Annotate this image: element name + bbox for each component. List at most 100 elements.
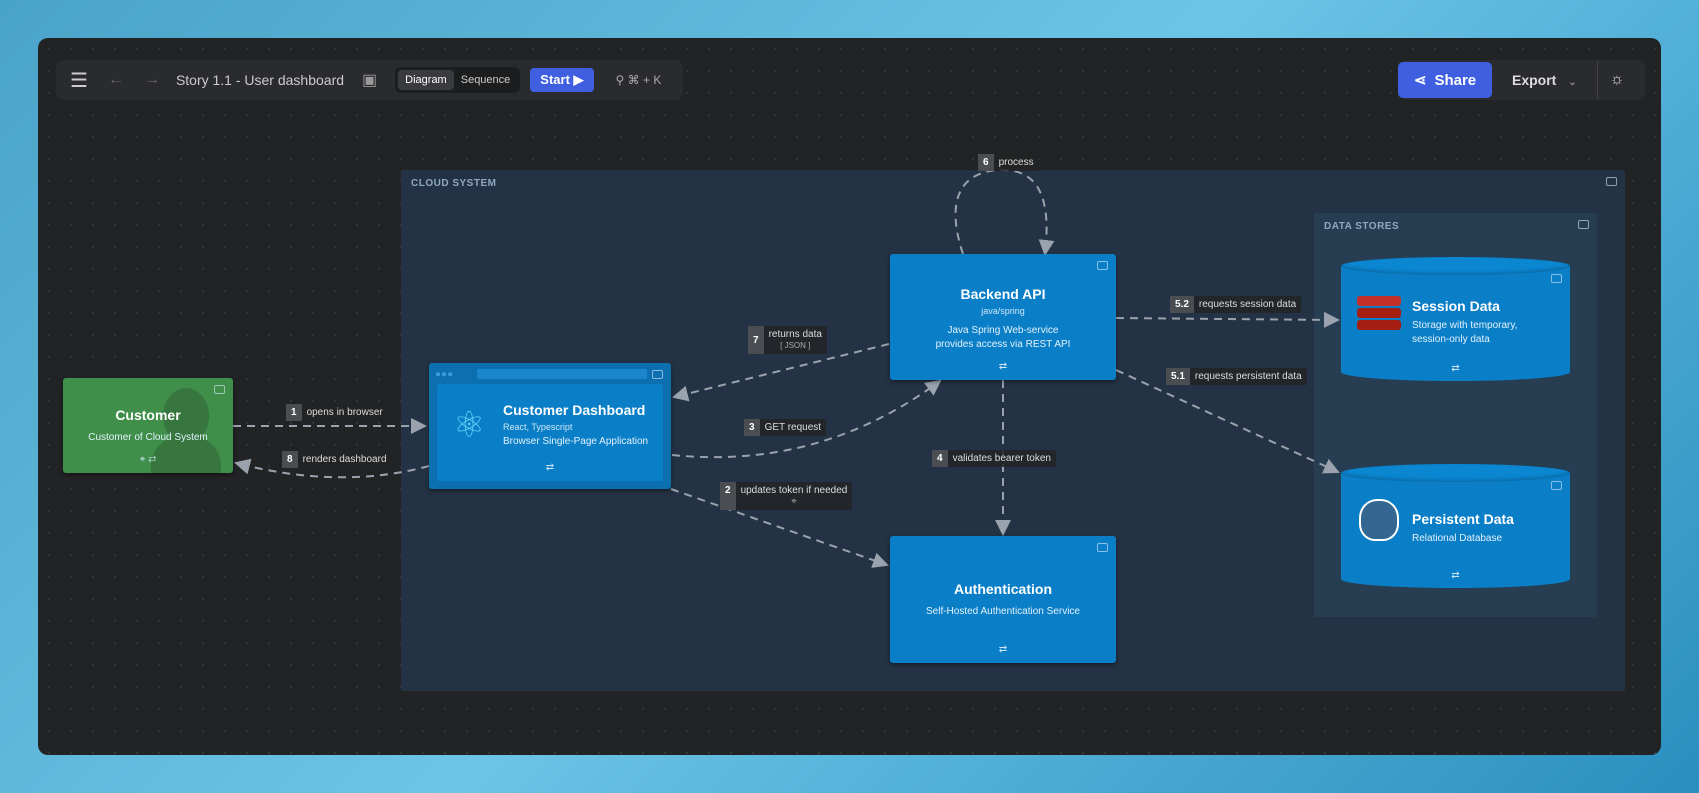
info-icon[interactable]	[1097, 261, 1108, 270]
edge-label-text: GET request	[764, 422, 822, 433]
edge-label-text: requests persistent data	[1194, 371, 1302, 382]
edge-step-number: 4	[932, 450, 948, 467]
node-description: session-only data	[1412, 334, 1490, 345]
persistent-data-node[interactable]: Persistent Data Relational Database ⇄	[1341, 464, 1570, 588]
search-button[interactable]: ⚲ ⌘ + K	[616, 73, 662, 87]
edge-label-text: process	[998, 157, 1034, 168]
node-actions-icon[interactable]: ⌖ ⇄	[139, 454, 157, 465]
info-icon[interactable]	[1097, 543, 1108, 552]
toolbar-left: ☰ ← → Story 1.1 - User dashboard ▣ Diagr…	[56, 60, 683, 100]
node-description: Relational Database	[1412, 533, 1503, 544]
edge-7	[672, 343, 890, 402]
backend-api-node[interactable]: Backend API java/spring Java Spring Web-…	[890, 254, 1116, 380]
info-icon[interactable]	[1606, 177, 1617, 186]
edge-label-6[interactable]: 6 process	[978, 154, 1039, 171]
info-icon[interactable]	[1551, 274, 1562, 283]
node-description: Customer of Cloud System	[88, 432, 208, 443]
info-icon[interactable]	[1578, 220, 1589, 229]
node-description: Self-Hosted Authentication Service	[926, 606, 1080, 617]
edge-label-text: requests session data	[1198, 299, 1297, 310]
node-description: provides access via REST API	[935, 339, 1071, 350]
divider	[1596, 62, 1598, 98]
edge-label-3[interactable]: 3 GET request	[744, 419, 827, 436]
customer-node[interactable]: Customer Customer of Cloud System ⌖ ⇄	[63, 378, 233, 473]
edge-label-8[interactable]: 8 renders dashboard	[282, 451, 392, 468]
node-description: Browser Single-Page Application	[503, 436, 649, 447]
diagram-title[interactable]: Story 1.1 - User dashboard	[175, 72, 345, 88]
app-window: ☰ ← → Story 1.1 - User dashboard ▣ Diagr…	[38, 38, 1661, 755]
edge-technology: [ JSON ]	[780, 341, 811, 350]
edge-step-number: 5.1	[1166, 368, 1190, 385]
menu-icon[interactable]: ☰	[70, 69, 88, 92]
person-icon	[163, 388, 209, 444]
node-title: Customer	[115, 407, 181, 423]
node-technology: java/spring	[981, 306, 1025, 316]
browser-dots: ●●●	[435, 369, 454, 380]
edge-5-1	[1115, 369, 1340, 474]
back-icon[interactable]: ←	[107, 71, 124, 88]
edge-8	[234, 458, 430, 479]
export-label: Export	[1512, 72, 1557, 88]
node-actions-icon[interactable]: ⇄	[1451, 363, 1460, 374]
info-icon[interactable]	[1551, 481, 1562, 490]
customer-dashboard-node[interactable]: ●●● ⚛ Customer Dashboard React, Typescri…	[429, 363, 671, 489]
tab-sequence[interactable]: Sequence	[460, 74, 511, 86]
start-button[interactable]: Start ▶	[530, 68, 594, 92]
boundary-title: CLOUD SYSTEM	[411, 178, 497, 189]
forward-icon[interactable]: →	[143, 71, 160, 88]
focus-icon: ⌖	[791, 496, 797, 507]
node-actions-icon[interactable]: ⇄	[998, 644, 1008, 655]
postgresql-icon	[1359, 499, 1399, 541]
edge-step-number: 3	[744, 419, 760, 436]
edge-step-number: 8	[282, 451, 298, 468]
chevron-down-icon: ⌄	[1568, 77, 1577, 88]
edge-step-number: 6	[978, 154, 994, 171]
play-icon: ▶	[573, 72, 584, 87]
react-icon: ⚛	[453, 404, 486, 445]
node-title: Persistent Data	[1412, 511, 1514, 527]
edge-label-text: updates token if needed	[740, 485, 848, 496]
theme-toggle-icon[interactable]: ☼	[1609, 71, 1625, 88]
edge-2	[670, 488, 889, 568]
node-description: Java Spring Web-service	[947, 325, 1059, 336]
edges-layer	[233, 168, 1340, 568]
share-icon: ⋖	[1413, 72, 1427, 89]
toolbar-right: ⋖Share Export ⌄ ☼	[1398, 60, 1645, 100]
edge-step-number: 2	[720, 482, 736, 510]
edge-5-2	[1115, 311, 1340, 328]
edge-label-text: opens in browser	[306, 407, 383, 418]
search-shortcut: ⌘ + K	[627, 73, 662, 87]
search-icon: ⚲	[615, 73, 625, 87]
edge-step-number: 7	[748, 326, 764, 354]
edge-step-number: 5.2	[1170, 296, 1194, 313]
node-actions-icon[interactable]: ⇄	[545, 462, 555, 473]
edge-label-5-2[interactable]: 5.2 requests session data	[1170, 296, 1302, 313]
redis-icon	[1357, 296, 1401, 330]
node-description: Storage with temporary,	[1412, 320, 1518, 331]
info-icon[interactable]	[214, 385, 225, 394]
edge-label-text: renders dashboard	[302, 454, 387, 465]
share-button[interactable]: ⋖Share	[1398, 62, 1492, 98]
edge-label-text: validates bearer token	[952, 453, 1051, 464]
info-card-icon[interactable]: ▣	[362, 72, 378, 89]
session-data-node[interactable]: Session Data Storage with temporary, sess…	[1341, 257, 1570, 381]
node-actions-icon[interactable]: ⇄	[998, 361, 1008, 372]
edge-label-4[interactable]: 4 validates bearer token	[932, 450, 1056, 467]
edge-3	[671, 379, 942, 459]
boundary-title: DATA STORES	[1324, 221, 1400, 232]
edge-6	[954, 168, 1055, 256]
node-title: Customer Dashboard	[503, 402, 646, 418]
edge-label-2[interactable]: 2 updates token if needed⌖	[720, 482, 853, 510]
authentication-node[interactable]: Authentication Self-Hosted Authenticatio…	[890, 536, 1116, 663]
tab-diagram[interactable]: Diagram	[398, 70, 454, 90]
info-icon[interactable]	[652, 370, 663, 379]
node-title: Session Data	[1412, 298, 1500, 314]
export-button[interactable]: Export ⌄	[1512, 72, 1577, 88]
node-title: Backend API	[960, 286, 1046, 302]
edge-label-5-1[interactable]: 5.1 requests persistent data	[1166, 368, 1307, 385]
node-actions-icon[interactable]: ⇄	[1451, 570, 1460, 581]
view-toggle: Diagram Sequence	[395, 67, 521, 93]
node-title: Authentication	[954, 581, 1052, 597]
